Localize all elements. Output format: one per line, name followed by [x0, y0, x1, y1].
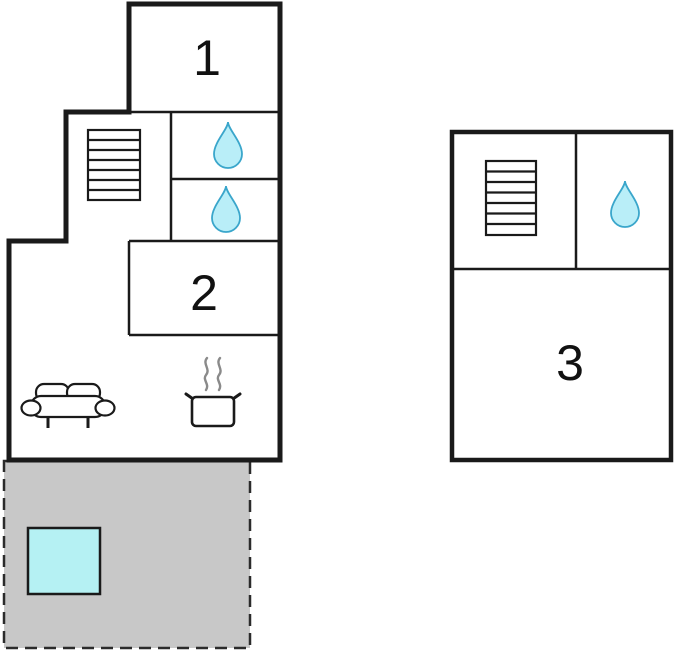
main-building: 1 2 [6, 1, 283, 463]
stairs-icon [86, 128, 142, 202]
steam-icon [216, 356, 222, 392]
terrace [2, 459, 252, 650]
pool-icon [26, 526, 102, 596]
room-2-label: 2 [190, 265, 218, 321]
cooking-pot-icon [184, 356, 242, 428]
main-building-outline [6, 1, 283, 463]
annex-interior-walls [452, 132, 671, 271]
stairs-icon [484, 159, 538, 237]
sofa-icon [20, 382, 116, 428]
interior-walls [127, 110, 280, 337]
room-1-label: 1 [193, 30, 221, 86]
steam-icon [203, 356, 209, 392]
annex-building-outline [449, 129, 674, 463]
annex-building: 3 [449, 129, 674, 463]
room-3-label: 3 [556, 335, 584, 391]
